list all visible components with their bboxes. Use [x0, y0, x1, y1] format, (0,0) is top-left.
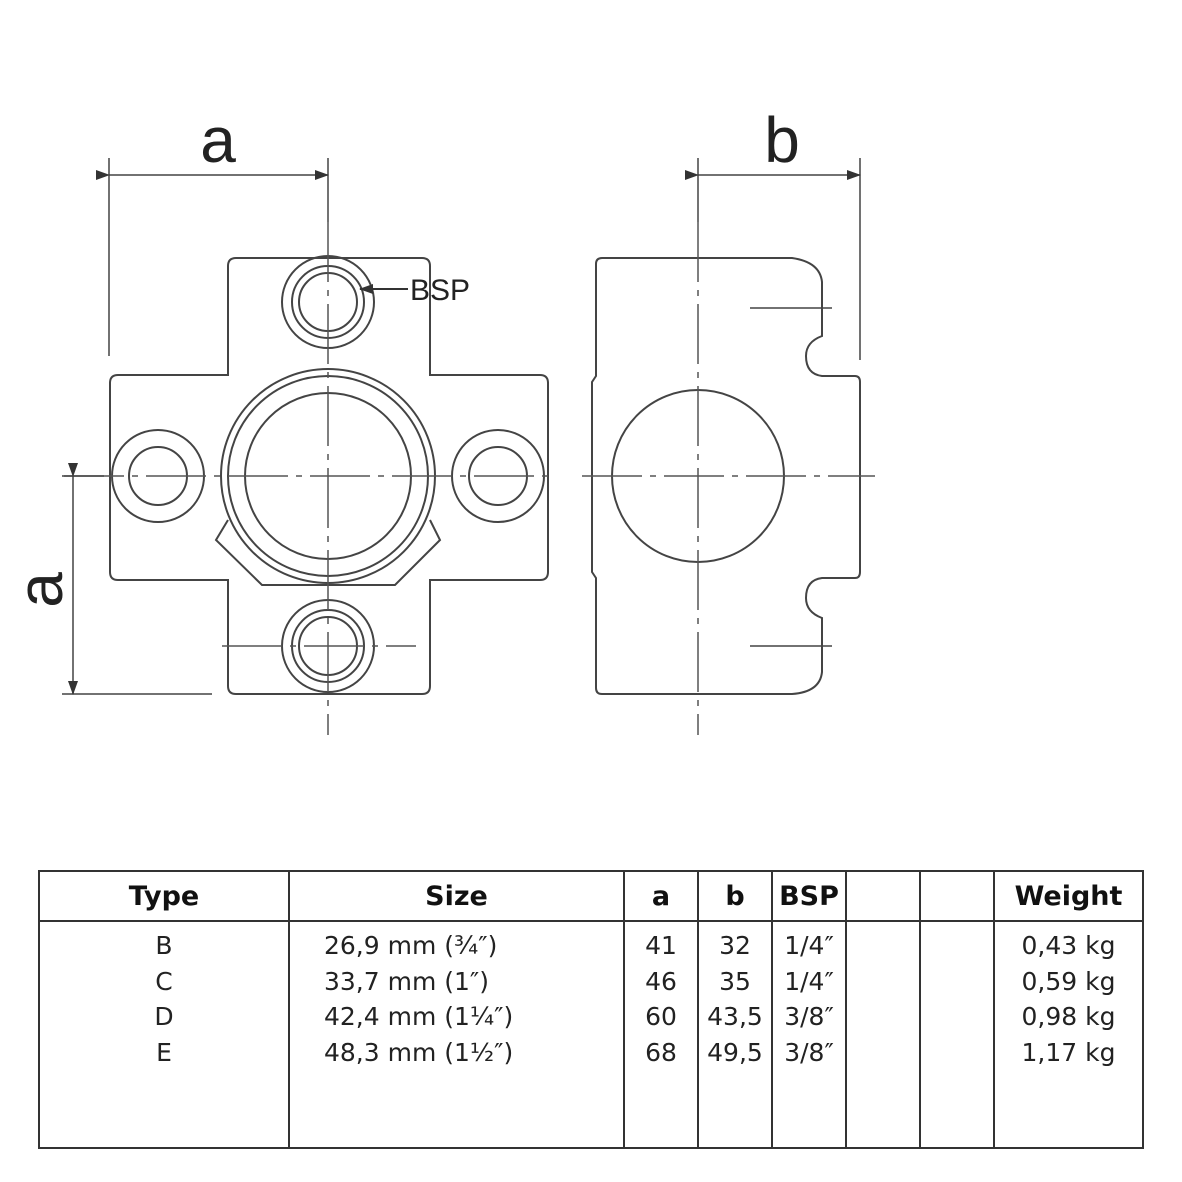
dimension-b-label: b — [764, 104, 800, 176]
empty-column-1 — [846, 921, 921, 1148]
type-cell: B — [155, 931, 173, 960]
type-cell: C — [155, 966, 173, 996]
front-center-lines — [64, 222, 552, 735]
weight-column: 0,43 kg 0,59 kg 0,98 kg 1,17 kg — [994, 921, 1143, 1148]
bsp-callout-label: BSP — [410, 274, 470, 307]
bsp-cell: 1/4″ — [784, 966, 834, 996]
b-cell: 49,5 — [707, 1037, 763, 1067]
dimension-a-side-label: a — [4, 572, 76, 608]
empty-column-2 — [920, 921, 995, 1148]
table-header-row: Type Size a b BSP Weight — [39, 871, 1143, 922]
type-column: B C D E — [39, 921, 290, 1148]
header-type: Type — [39, 871, 290, 922]
front-view-outline — [109, 257, 549, 695]
dimension-a-top-label: a — [200, 104, 236, 176]
header-size: Size — [289, 871, 625, 922]
size-column: 26,9 mm (¾″) 33,7 mm (1″) 42,4 mm (1¼″) … — [289, 921, 625, 1148]
bsp-cell: 1/4″ — [784, 931, 834, 960]
header-a: a — [624, 871, 699, 922]
weight-cell: 0,43 kg — [1021, 931, 1116, 960]
a-cell: 68 — [645, 1037, 677, 1067]
size-cell: 26,9 mm (¾″) — [324, 931, 498, 960]
bsp-cell: 3/8″ — [784, 1002, 834, 1031]
weight-cell: 1,17 kg — [1021, 1037, 1116, 1067]
b-cell: 32 — [719, 931, 751, 960]
b-cell: 43,5 — [707, 1002, 763, 1031]
header-bsp: BSP — [772, 871, 847, 922]
size-cell: 33,7 mm (1″) — [324, 966, 490, 996]
bsp-column: 1/4″ 1/4″ 3/8″ 3/8″ — [772, 921, 847, 1148]
side-view-outline — [591, 257, 861, 695]
a-column: 41 46 60 68 — [624, 921, 699, 1148]
header-empty-2 — [920, 871, 995, 922]
weight-cell: 0,98 kg — [1021, 1002, 1116, 1031]
front-view — [109, 255, 549, 695]
type-cell: E — [156, 1037, 172, 1067]
size-cell: 48,3 mm (1½″) — [324, 1037, 514, 1067]
a-cell: 60 — [645, 1002, 677, 1031]
dimension-a-horizontal — [96, 158, 329, 356]
b-column: 32 35 43,5 49,5 — [698, 921, 773, 1148]
header-b: b — [698, 871, 773, 922]
header-empty-1 — [846, 871, 921, 922]
a-cell: 41 — [645, 931, 677, 960]
table-body-row: B C D E 26,9 mm (¾″) 33,7 mm (1″) 42,4 m… — [39, 921, 1143, 1148]
dimension-b — [685, 158, 861, 360]
technical-drawing: a a b BSP — [4, 104, 875, 735]
size-cell: 42,4 mm (1¼″) — [324, 1002, 514, 1031]
spec-table: Type Size a b BSP Weight B C D E 26,9 mm… — [38, 870, 1144, 1149]
a-cell: 46 — [645, 966, 677, 996]
dimension-a-vertical — [62, 463, 212, 695]
b-cell: 35 — [719, 966, 751, 996]
bsp-cell: 3/8″ — [784, 1037, 834, 1067]
weight-cell: 0,59 kg — [1021, 966, 1116, 996]
header-weight: Weight — [994, 871, 1143, 922]
side-center-lines — [582, 222, 875, 735]
type-cell: D — [154, 1002, 174, 1031]
